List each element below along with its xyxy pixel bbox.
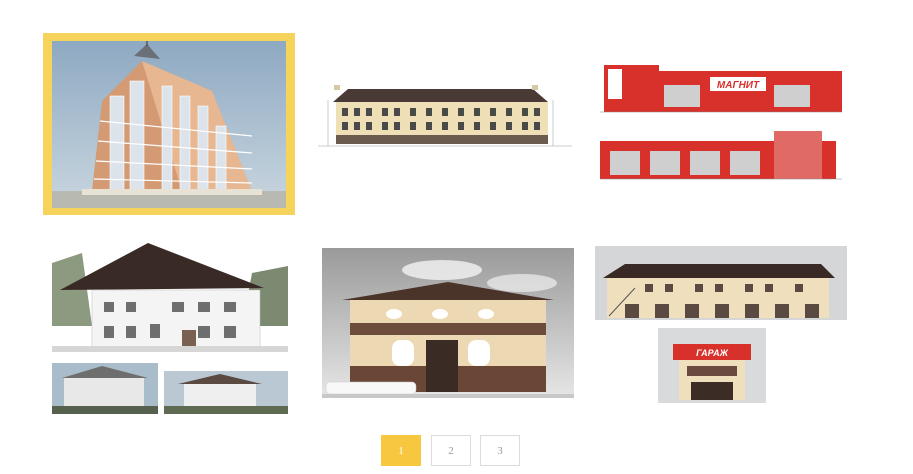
page-3-button[interactable]: 3 [480,435,520,466]
gallery-item-garage[interactable]: ГАРАЖ [595,246,847,403]
garage-sign-text: ГАРАЖ [696,348,729,358]
gallery-item-villa[interactable] [322,248,574,398]
gallery-image: МАГНИТ [600,65,842,180]
gallery-item-apartment-elevation[interactable] [318,80,572,156]
gallery-item-magnit-store[interactable]: МАГНИТ [592,55,846,190]
gallery-image [318,85,572,147]
gallery-item-high-rise[interactable] [43,33,295,215]
store-sign-text: МАГНИТ [717,80,760,91]
page-2-button[interactable]: 2 [431,435,471,466]
gallery-image [52,238,288,414]
gallery-image: ГАРАЖ [595,246,847,403]
page-1-button[interactable]: 1 [381,435,421,466]
gallery-item-cottage[interactable] [52,238,288,414]
gallery-image [322,248,574,398]
gallery-image [52,41,286,208]
